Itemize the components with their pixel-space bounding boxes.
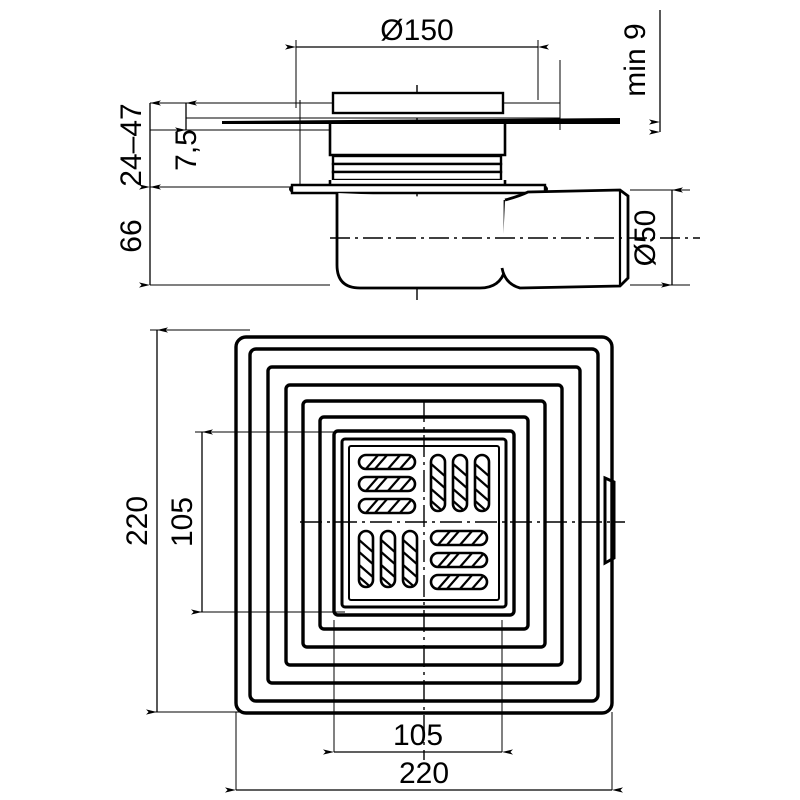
dimension-7-5-label: 7,5 — [170, 129, 203, 171]
dimension-w220-label: 220 — [399, 757, 449, 790]
dimension-h220-label: 220 — [121, 496, 154, 546]
dimension-h105: 105 — [166, 429, 213, 615]
dimension-66-label: 66 — [115, 219, 148, 252]
drain-frame-body — [328, 124, 507, 192]
dimension-dia150: Ø150 — [285, 14, 549, 50]
plan-view: 220 105 105 220 — [121, 327, 625, 793]
dimension-7-5: 7,5 — [170, 100, 203, 171]
dimension-h220: 220 — [121, 327, 168, 715]
grate-quadrant-bottom-right — [431, 530, 487, 590]
grate-quadrant-top-left — [359, 454, 415, 514]
flange-plate — [289, 183, 548, 195]
dimension-24-47-label: 24–47 — [115, 103, 148, 186]
dimension-h105-label: 105 — [166, 497, 199, 547]
dimension-w220: 220 — [225, 757, 623, 793]
dimension-66: 66 — [115, 184, 161, 288]
grate-cap — [331, 91, 505, 115]
trap-body — [335, 193, 507, 290]
dimension-dia150-label: Ø150 — [380, 14, 453, 47]
dimension-24-47: 24–47 — [115, 100, 161, 190]
dimension-min9-label: min 9 — [619, 23, 652, 96]
dimension-w105-label: 105 — [393, 719, 443, 752]
dimension-min9: min 9 — [619, 10, 661, 135]
grate-quadrant-top-right — [430, 455, 490, 514]
outlet-pipe — [500, 188, 630, 290]
dimension-w105: 105 — [323, 719, 513, 755]
grate-quadrant-bottom-left — [358, 531, 418, 590]
section-view: Ø150 24–47 7,5 66 min 9 Ø50 — [115, 10, 700, 300]
floor-tile-line — [222, 118, 620, 124]
